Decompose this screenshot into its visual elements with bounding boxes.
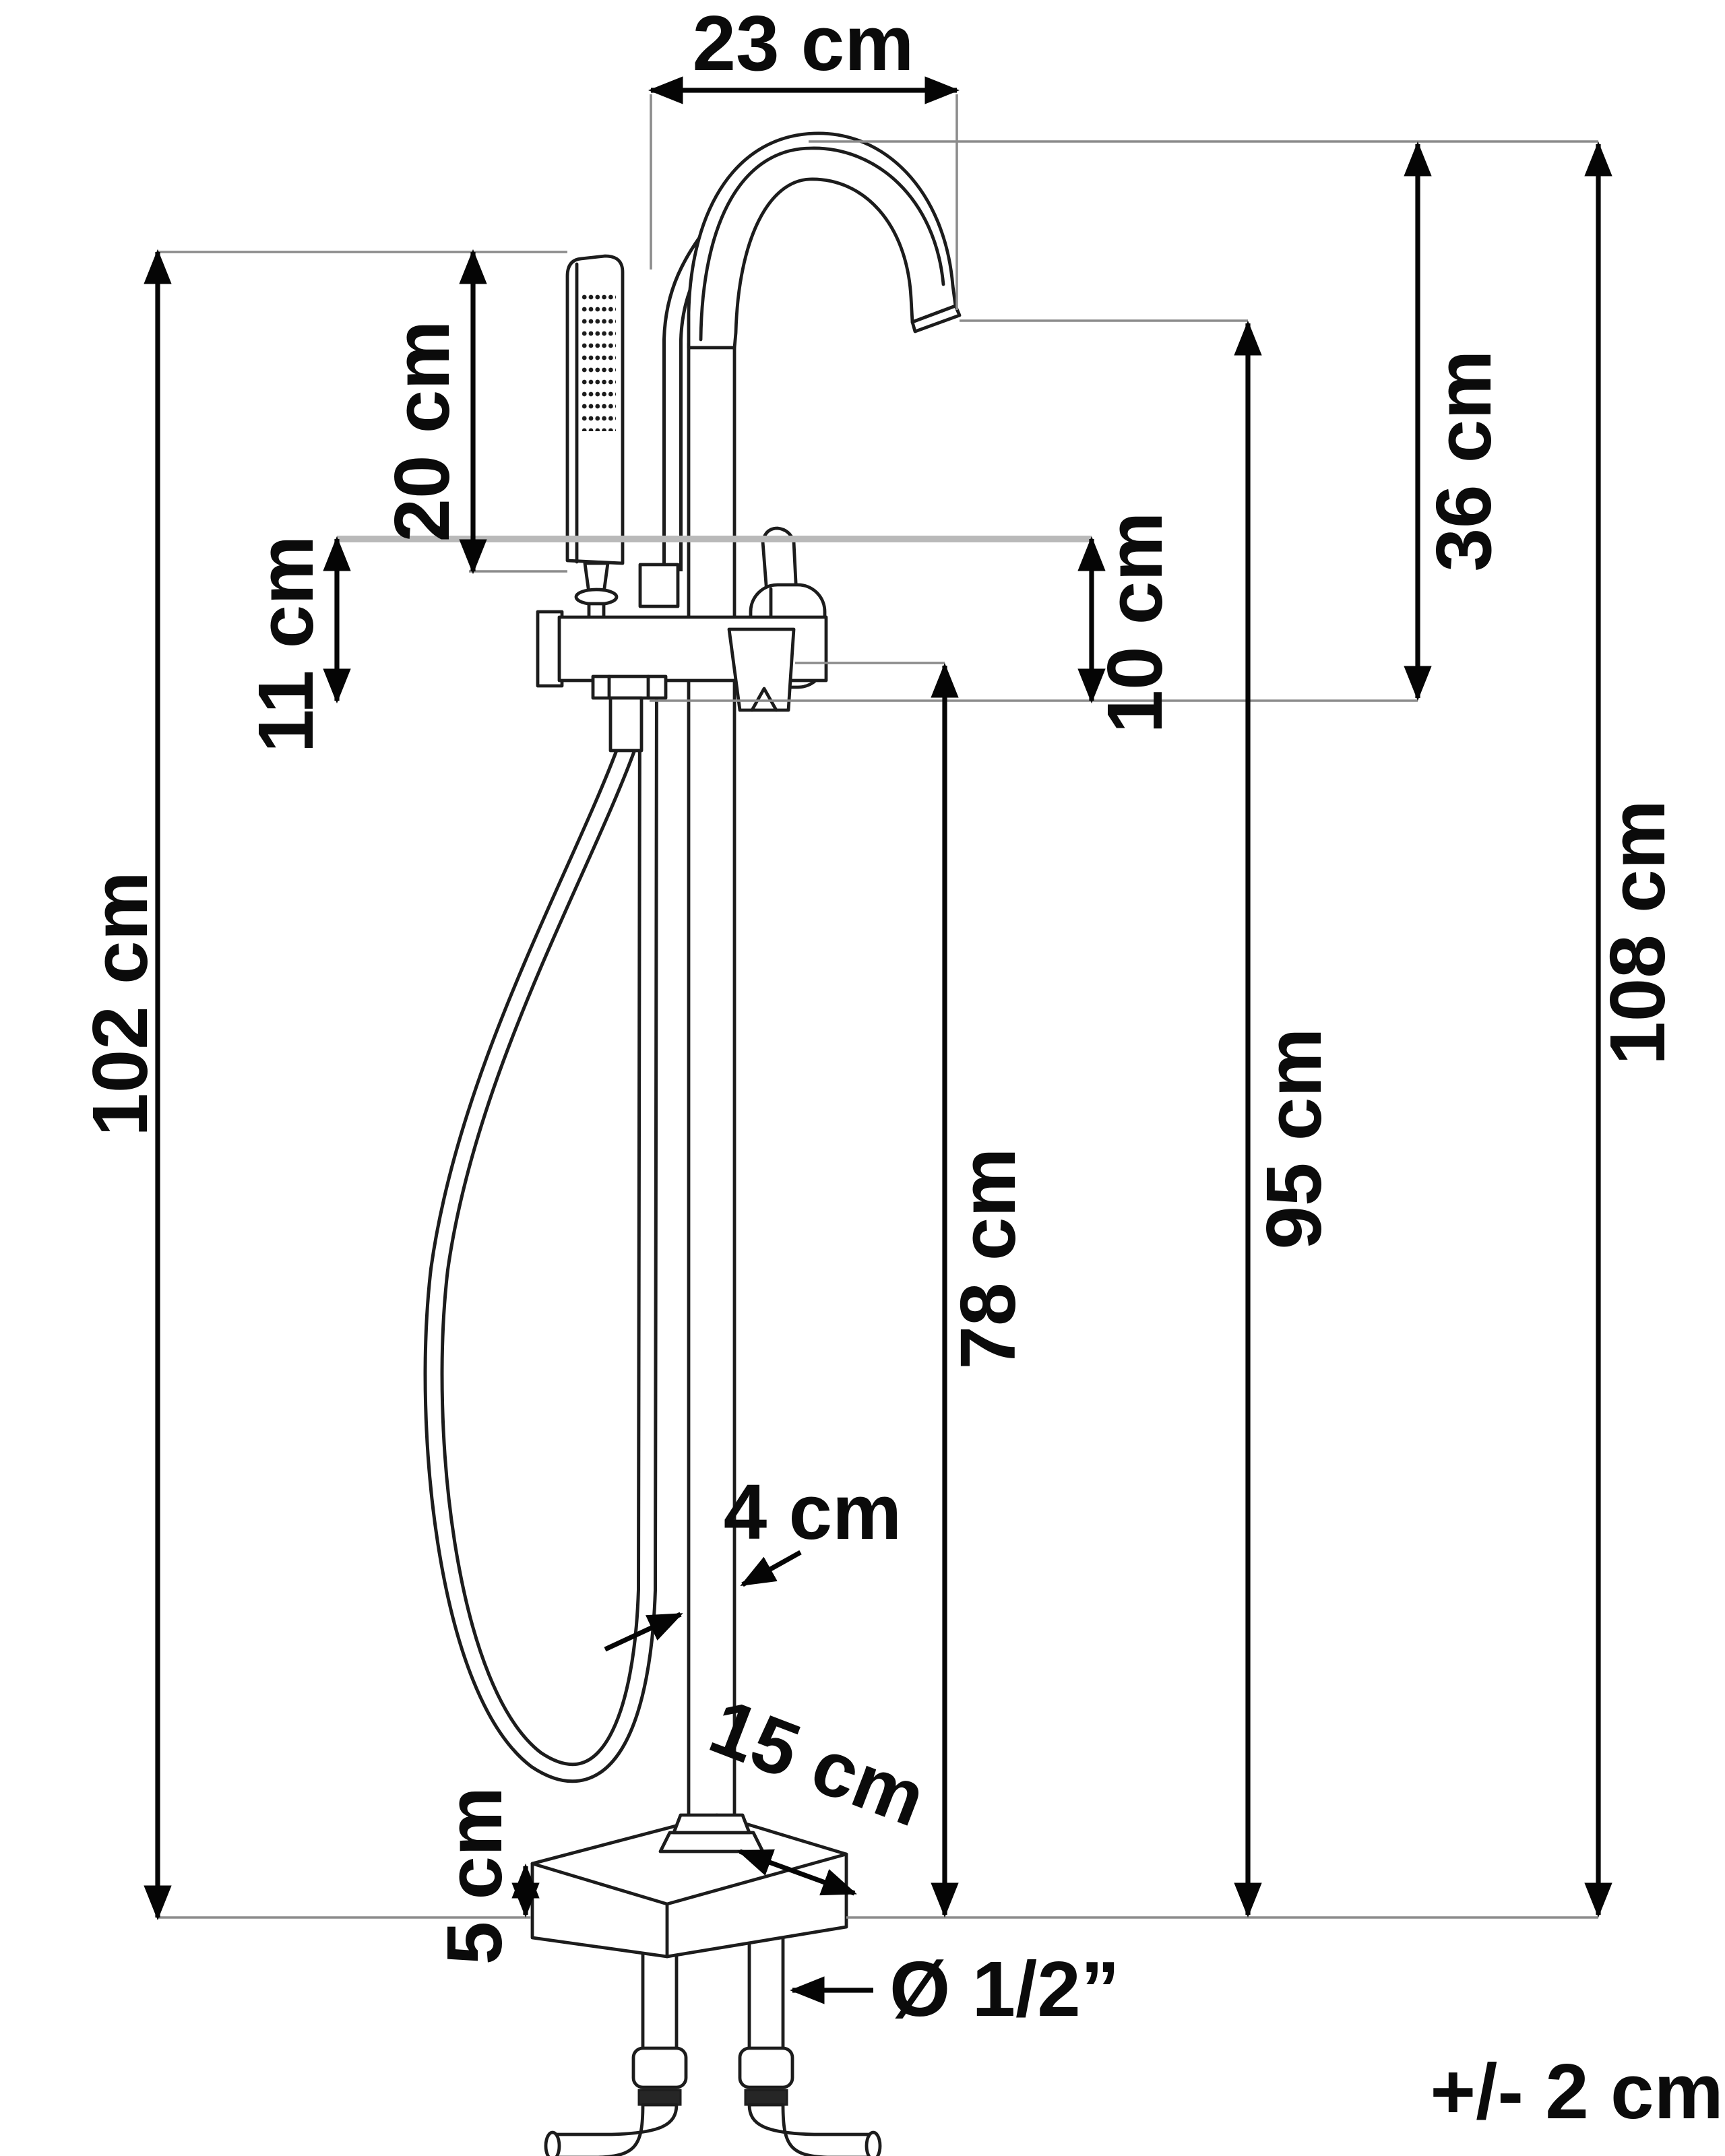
dim-label-5: 5 cm xyxy=(431,1787,518,1965)
hose-outlet-stub xyxy=(608,696,644,753)
lever-socket xyxy=(727,627,796,712)
pipe-end-left xyxy=(544,2130,561,2156)
dim-label-4: 4 cm xyxy=(724,1468,902,1556)
dim-arrow-4-left-edge xyxy=(604,1612,683,1652)
dimension-annotations: 23 cm 102 cm 20 cm 11 cm 10 cm 36 cm 95 … xyxy=(76,0,1724,2135)
column-flare-upper xyxy=(672,1813,751,1835)
dim-label-10: 10 cm xyxy=(1091,512,1179,734)
pipe-nut-left xyxy=(631,2046,688,2089)
dim-label-95: 95 cm xyxy=(1250,1028,1338,1250)
shower-hose-loop xyxy=(423,680,658,1783)
dim-arrow-4-right-edge xyxy=(740,1550,802,1587)
pipe-nut-right xyxy=(738,2046,794,2089)
riser-column xyxy=(687,342,736,1818)
dim-label-20: 20 cm xyxy=(378,321,466,542)
gooseneck-spout xyxy=(687,131,962,350)
dim-label-36: 36 cm xyxy=(1420,350,1507,572)
hand-shower xyxy=(565,254,625,621)
dim-label-23: 23 cm xyxy=(693,0,914,87)
spray-face-dots xyxy=(581,291,616,431)
pipe-band-right xyxy=(744,2089,788,2106)
pipe-elbow-right xyxy=(747,2103,875,2156)
reference-lines xyxy=(158,94,1598,1919)
pipe-end-right xyxy=(865,2130,882,2156)
spout-accent-line xyxy=(699,146,945,342)
mixer-body xyxy=(536,526,828,753)
hose-valve-block xyxy=(638,563,680,608)
lever-socket-notch xyxy=(750,687,778,712)
fixture-artwork xyxy=(423,131,962,2156)
base-plate xyxy=(530,1813,848,1959)
spout-mouth xyxy=(910,304,962,334)
dim-label-diameter: Ø 1/2” xyxy=(889,1945,1120,2033)
dim-label-108: 108 cm xyxy=(1594,800,1681,1065)
pipe-elbow-left xyxy=(551,2103,679,2156)
hose-union-nut xyxy=(591,674,668,700)
pipe-band-left xyxy=(637,2089,682,2106)
dim-label-11: 11 cm xyxy=(242,536,330,753)
column-flare-lower xyxy=(658,1831,765,1853)
dim-label-102: 102 cm xyxy=(76,871,164,1136)
dim-arrow-15 xyxy=(737,1849,857,1896)
supply-pipes xyxy=(544,1920,882,2156)
tolerance-note: +/- 2 cm xyxy=(1430,2048,1723,2135)
dim-label-78: 78 cm xyxy=(944,1148,1032,1370)
